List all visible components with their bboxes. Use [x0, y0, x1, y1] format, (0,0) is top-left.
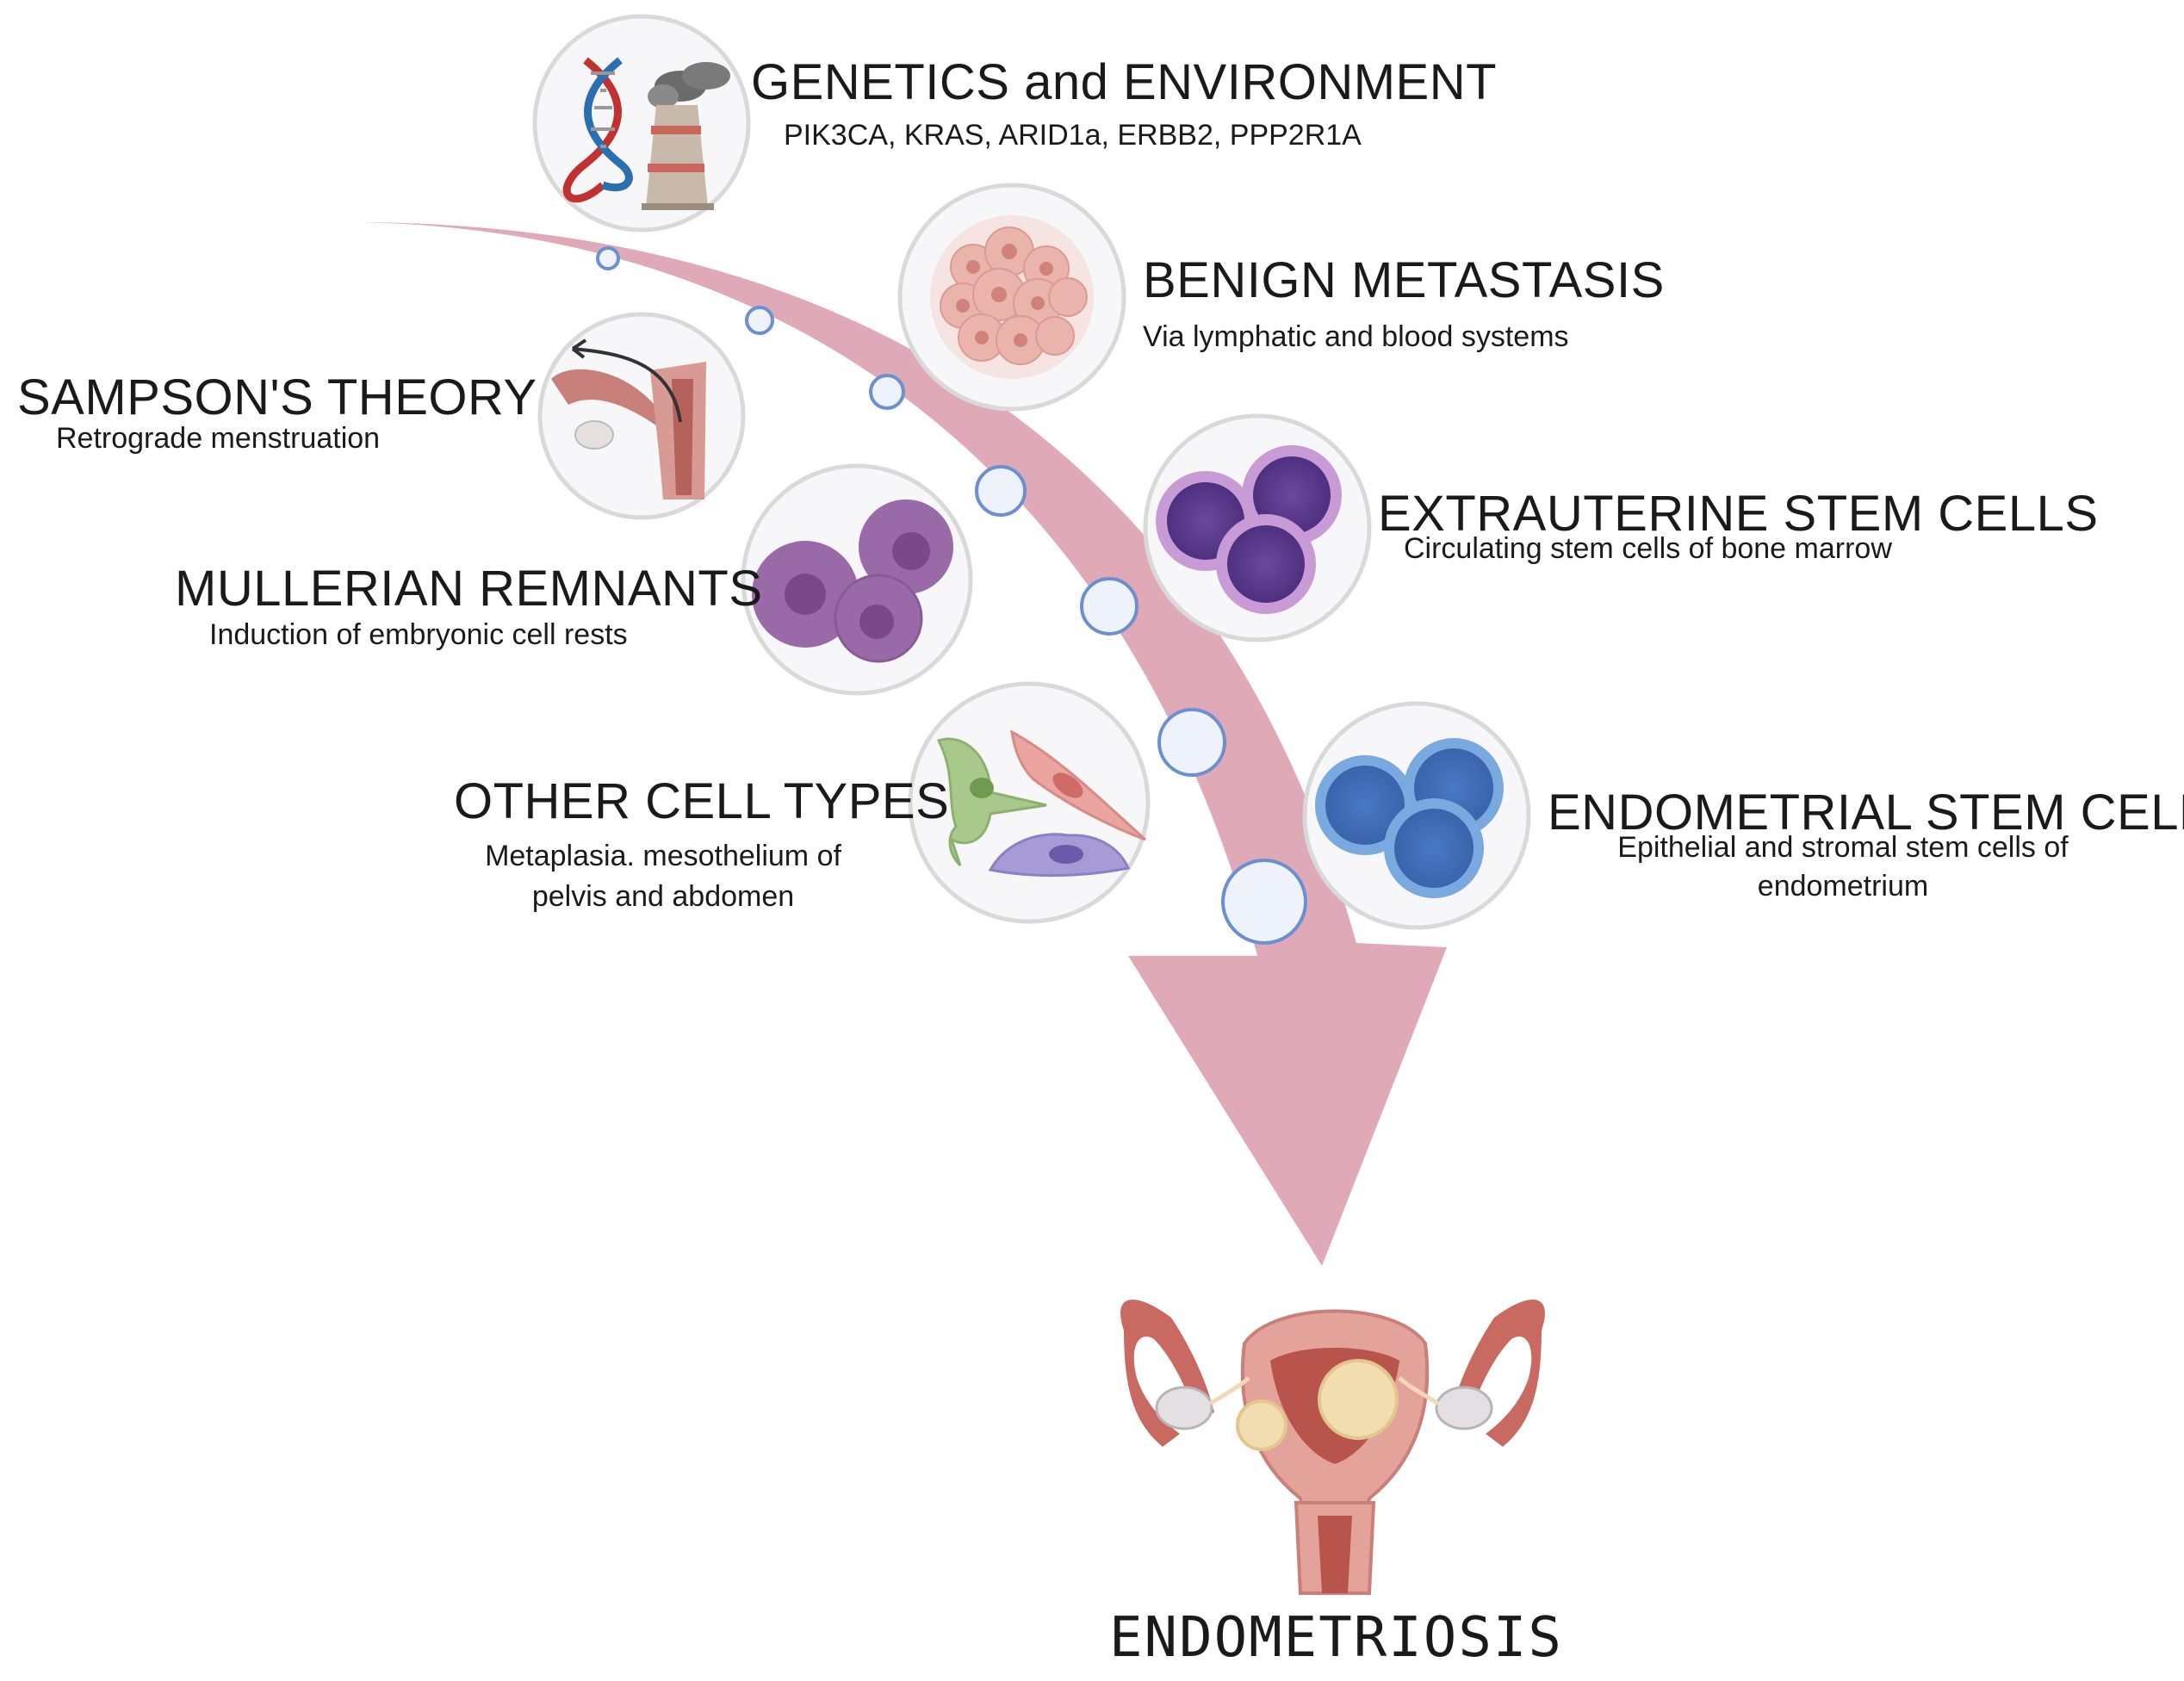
- mullerian-circle: [741, 463, 973, 696]
- sampson-title: SAMPSON'S THEORY: [17, 369, 537, 425]
- stem-cell-icon: [1156, 445, 1342, 614]
- flow-arrow: [362, 222, 1447, 1266]
- cell-cluster-icon: [930, 215, 1094, 379]
- endometrial-title: ENDOMETRIAL STEM CELLS: [1548, 785, 2184, 840]
- uterus-endometriosis-icon: [1120, 1300, 1545, 1595]
- other-subtitle-line1: Metaplasia. mesothelium of: [485, 840, 841, 872]
- mullerian-subtitle: Induction of embryonic cell rests: [209, 618, 628, 651]
- outcome-label: ENDOMETRIOSIS: [1109, 1606, 1563, 1670]
- endometrial-subtitle-line1: Epithelial and stromal stem cells of: [1617, 831, 2069, 864]
- sampson-circle: [537, 312, 746, 520]
- uterus-retrograde-icon: [551, 338, 706, 499]
- benign-title: BENIGN METASTASIS: [1143, 252, 1665, 308]
- other-title: OTHER CELL TYPES: [454, 773, 950, 829]
- genetics-subtitle: PIK3CA, KRAS, ARID1a, ERBB2, PPP2R1A: [784, 119, 1362, 152]
- sampson-subtitle: Retrograde menstruation: [56, 422, 381, 455]
- extrauterine-title: EXTRAUTERINE STEM CELLS: [1378, 486, 2099, 542]
- genetics-title: GENETICS and ENVIRONMENT: [751, 54, 1498, 110]
- factory-icon: [642, 62, 730, 210]
- mullerian-cell-icon: [752, 499, 953, 663]
- benign-circle: [897, 183, 1126, 412]
- endometrial-stem-cell-icon: [1315, 738, 1504, 898]
- extrauterine-subtitle: Circulating stem cells of bone marrow: [1404, 532, 1892, 565]
- extrauterine-circle: [1143, 413, 1372, 642]
- endometrial-circle: [1302, 701, 1531, 930]
- other-subtitle-line2: pelvis and abdomen: [531, 880, 795, 913]
- genetics-circle: [532, 14, 751, 233]
- mullerian-title: MULLERIAN REMNANTS: [175, 561, 763, 617]
- other-cells-circle: [908, 681, 1151, 924]
- flow-bubbles: [596, 246, 1307, 945]
- mixed-cell-icon: [936, 729, 1147, 878]
- benign-subtitle: Via lymphatic and blood systems: [1143, 320, 1569, 353]
- dna-icon: [562, 57, 633, 203]
- endometrial-subtitle-line2: endometrium: [1757, 870, 1929, 903]
